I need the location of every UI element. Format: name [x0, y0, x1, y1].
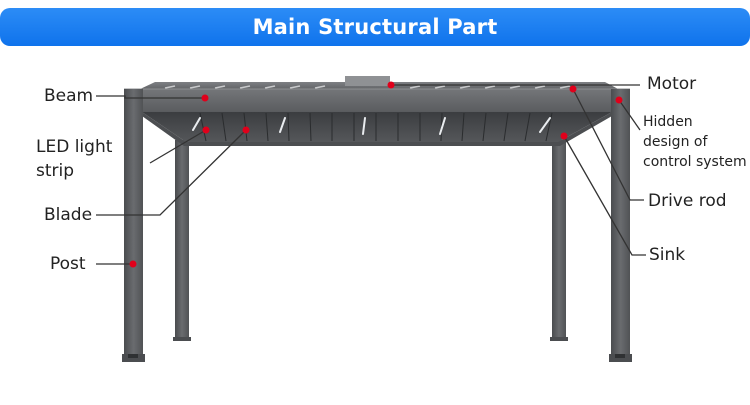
beam-leader [96, 95, 205, 99]
markers [129, 81, 623, 268]
back-post-left [175, 140, 189, 340]
roof-underside [142, 112, 612, 142]
drive-rod-marker [569, 85, 577, 93]
motor-marker [387, 81, 395, 89]
post-label: Post [50, 254, 86, 274]
led-marker [202, 126, 210, 134]
led-label-line1: LED light [36, 137, 113, 157]
hidden-label-line1: Hidden [643, 114, 693, 130]
drive-rod-leader [572, 88, 644, 201]
page-title: Main Structural Part [252, 15, 498, 39]
front-post-right [611, 89, 630, 362]
motor-label: Motor [647, 74, 697, 94]
front-beam [124, 89, 630, 112]
roof-slat-highlights [164, 85, 571, 89]
post-marker [129, 260, 137, 268]
blade-label: Blade [44, 205, 93, 225]
beam-label: Beam [44, 86, 94, 106]
sink-marker [560, 132, 568, 140]
blade-marker [242, 126, 250, 134]
sink-leader [563, 135, 646, 256]
inner-frame [142, 112, 612, 146]
leader-lines [96, 84, 646, 265]
beam-marker [201, 94, 209, 102]
hidden-marker [615, 96, 623, 104]
title-banner: Main Structural Part [0, 8, 750, 46]
front-post-left [124, 89, 143, 362]
led-leader [149, 129, 207, 164]
led-strips [192, 117, 551, 135]
hidden-leader [618, 99, 641, 131]
sink-label: Sink [649, 245, 686, 265]
motor-housing [345, 76, 390, 86]
hidden-label-line3: control system [643, 154, 747, 170]
drive-rod-label: Drive rod [648, 191, 727, 211]
back-post-right [552, 140, 566, 340]
blade-leader [96, 129, 247, 216]
led-label-line2: strip [36, 161, 75, 181]
hidden-label-line2: design of [643, 134, 708, 150]
